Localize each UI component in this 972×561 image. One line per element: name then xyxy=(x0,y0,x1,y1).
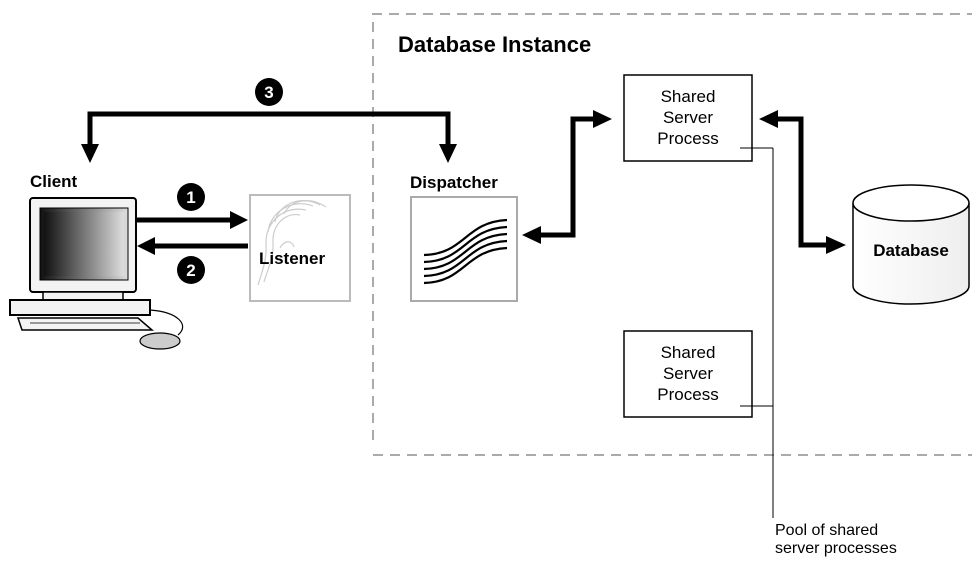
svg-text:2: 2 xyxy=(186,261,195,280)
svg-text:Server: Server xyxy=(663,364,713,383)
client-to-listener-arrow xyxy=(137,211,248,229)
svg-text:1: 1 xyxy=(186,188,195,207)
svg-text:Shared: Shared xyxy=(661,343,716,362)
client-label: Client xyxy=(30,172,78,191)
shared-server-process-2: Shared Server Process xyxy=(623,330,753,418)
svg-text:Process: Process xyxy=(657,129,718,148)
step-2-marker: 2 xyxy=(177,256,205,284)
ear-icon xyxy=(257,200,327,286)
shared-server-database-arrow xyxy=(759,110,846,254)
listener-box: Listener xyxy=(249,194,351,302)
svg-text:Process: Process xyxy=(657,385,718,404)
pool-leader-lines xyxy=(740,147,774,518)
listener-to-client-arrow xyxy=(137,237,248,255)
step-1-marker: 1 xyxy=(177,183,205,211)
pool-caption-line-1: Pool of shared xyxy=(775,522,878,539)
dispatcher-box xyxy=(410,196,518,302)
database-instance-boundary xyxy=(372,13,972,456)
client-dispatcher-connection-arrow xyxy=(81,111,457,163)
dispatcher-label: Dispatcher xyxy=(410,173,498,192)
dispatcher-wave-icon xyxy=(423,218,508,285)
svg-text:3: 3 xyxy=(264,83,273,102)
dispatcher-shared-server-arrow xyxy=(522,110,612,244)
step-3-marker: 3 xyxy=(255,78,283,106)
shared-server-process-1: Shared Server Process xyxy=(623,74,753,162)
database-instance-title: Database Instance xyxy=(398,32,591,57)
client-computer-icon xyxy=(9,197,184,350)
database-cylinder-icon: Database xyxy=(852,184,970,305)
listener-label: Listener xyxy=(259,249,326,268)
svg-text:Shared: Shared xyxy=(661,87,716,106)
database-label: Database xyxy=(873,241,949,260)
pool-caption-line-2: server processes xyxy=(775,540,897,557)
svg-text:Server: Server xyxy=(663,108,713,127)
